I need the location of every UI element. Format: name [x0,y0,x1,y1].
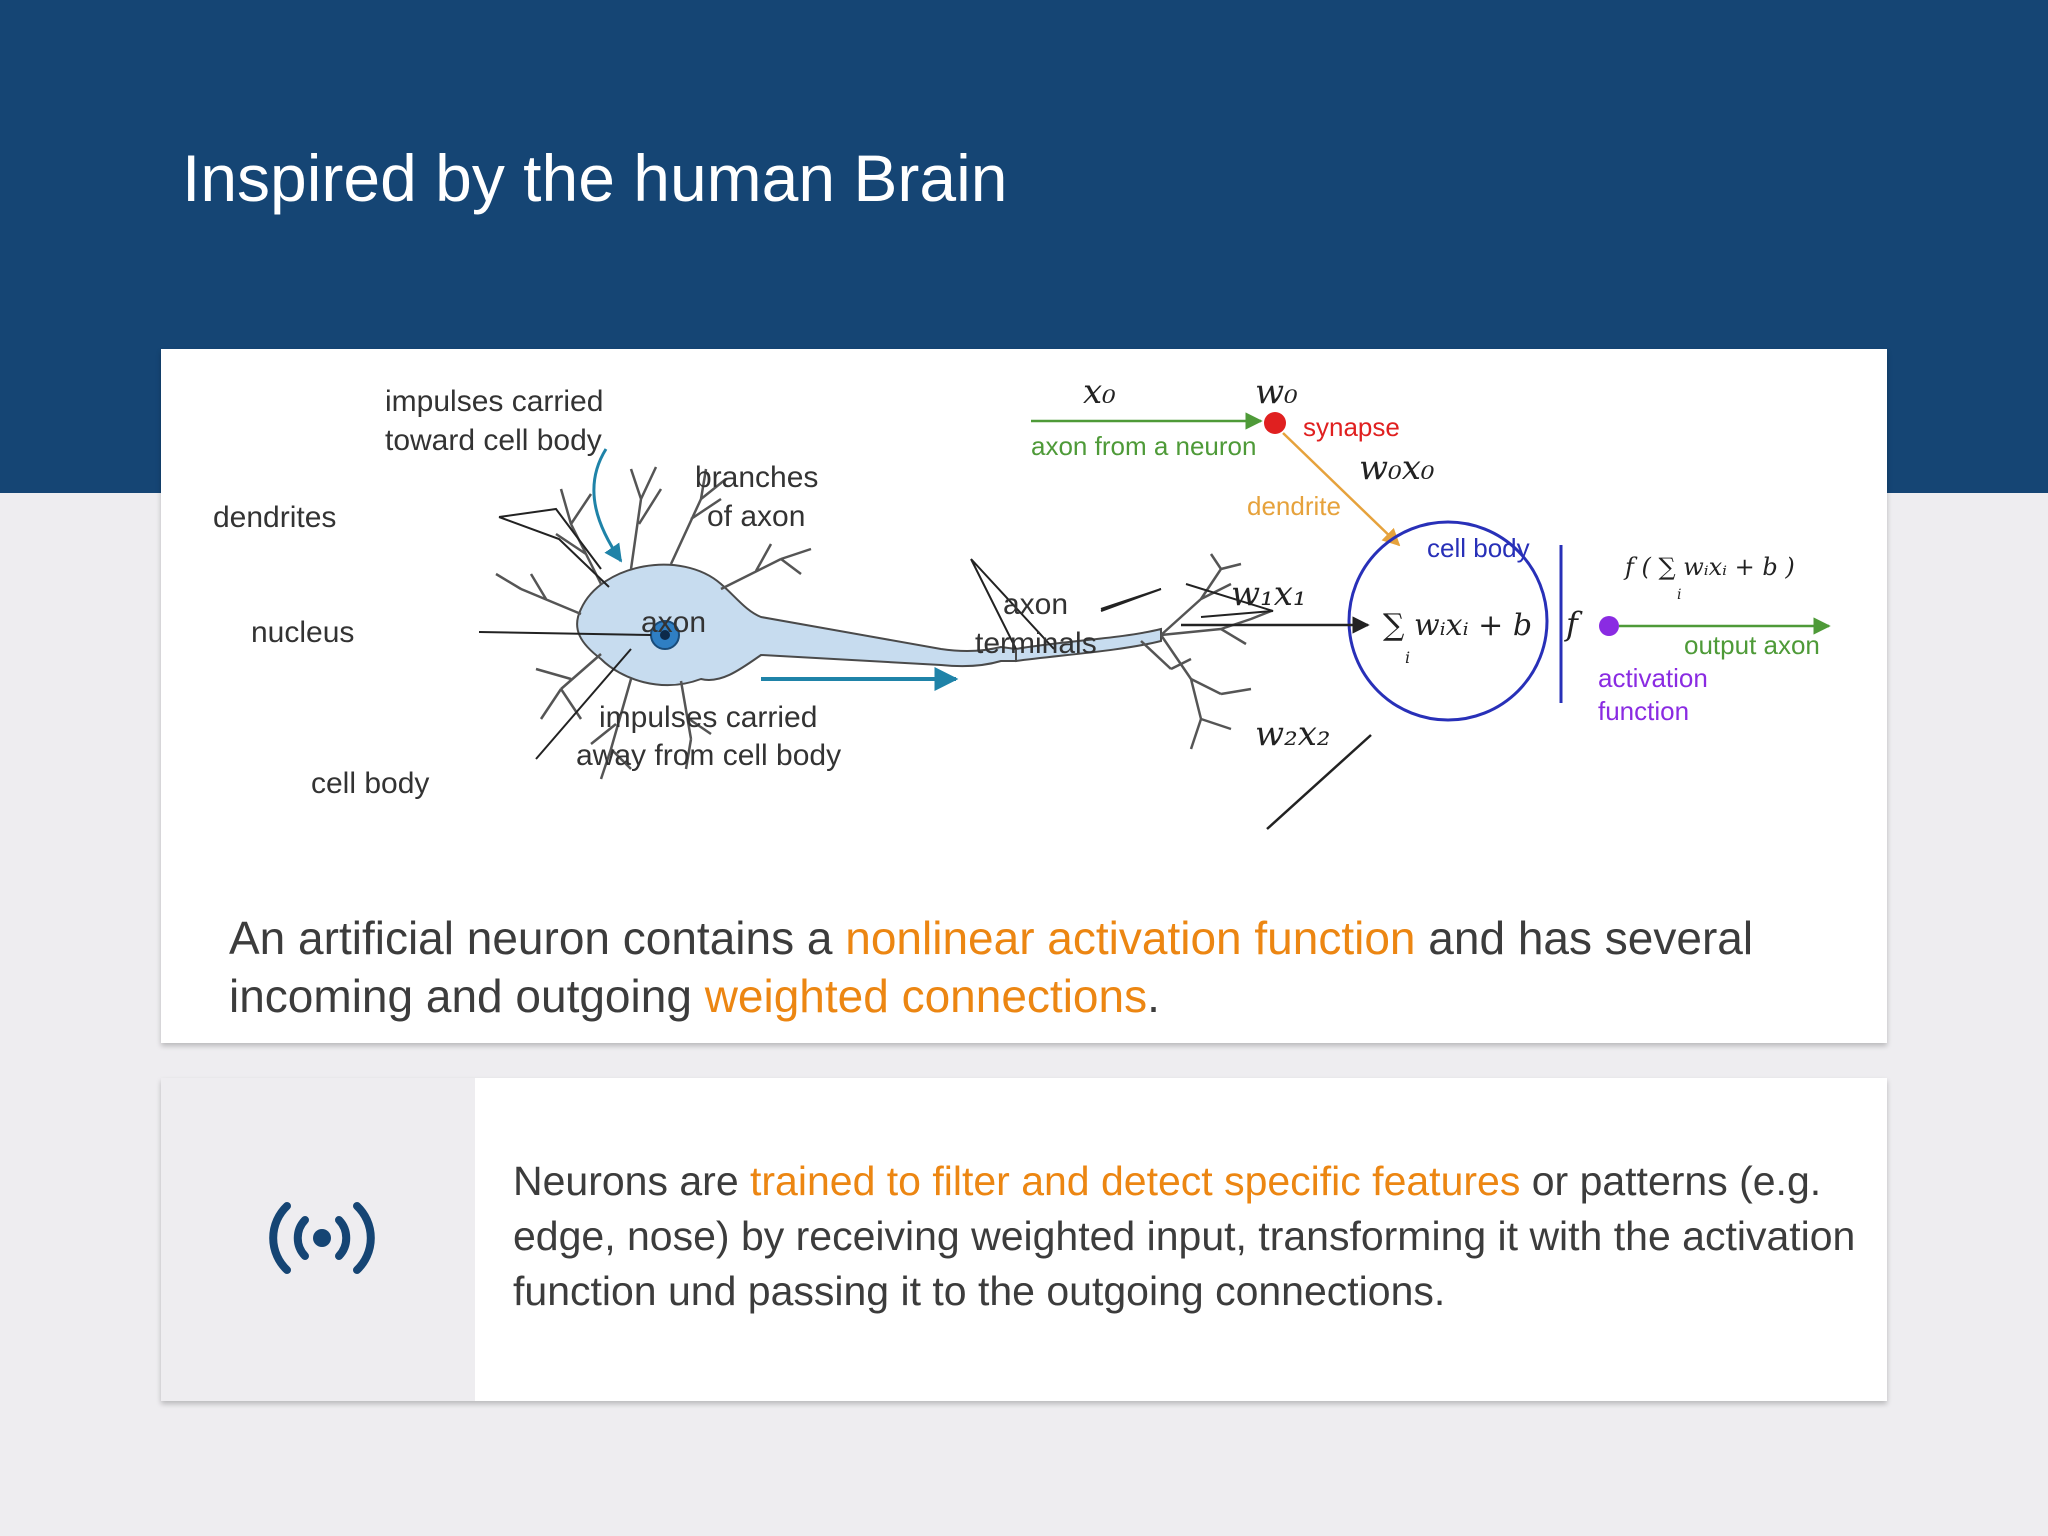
output-dot [1599,616,1619,636]
label-activation-1: activation [1598,663,1708,693]
label-axon: axon [641,606,706,639]
caption-part1: An artificial neuron contains a [229,912,846,964]
label-axon-from-neuron: axon from a neuron [1031,431,1256,461]
cell-body-circle [1347,520,1549,722]
label-impulses-away-1: impulses carried [599,701,817,734]
soma-shape [576,563,1017,687]
caption-highlight-activation: nonlinear activation function [845,912,1416,964]
info-highlight: trained to filter and detect specific fe… [750,1158,1521,1204]
label-nucleus: nucleus [251,616,354,649]
caption-highlight-connections: weighted connections [704,970,1148,1022]
label-f: f [1564,605,1583,643]
dendrites-shape [495,466,1272,780]
diagram-card: impulses carried toward cell body dendri… [161,349,1887,1043]
label-w2x2: w₂x₂ [1255,714,1331,754]
label-cell-body: cell body [311,767,429,800]
label-activation-2: function [1598,696,1689,726]
label-impulses-toward-1: impulses carried [385,385,603,418]
label-synapse: synapse [1303,412,1400,442]
label-output-sub: i [1677,587,1681,603]
info-part1: Neurons are [513,1158,751,1204]
label-w0x0: w₀x₀ [1359,448,1435,488]
label-dendrite: dendrite [1247,491,1341,521]
label-cell-body-ai: cell body [1427,533,1530,563]
info-text: Neurons are trained to filter and detect… [513,1154,1863,1319]
axon-shape [1015,627,1162,663]
neuron-diagram: impulses carried toward cell body dendri… [213,372,1831,830]
artificial-neuron: x₀ w₀ synapse axon from a neuron w₀x₀ de… [1031,372,1831,830]
caption-part3: . [1147,970,1160,1022]
label-branches-1: branches [695,461,818,494]
label-dendrites: dendrites [213,501,336,534]
synapse-dot [1264,412,1286,434]
label-x0: x₀ [1083,372,1116,412]
caption-part2: and has several incoming and outgoing [229,912,1754,1022]
label-sum-expr: ∑ wᵢxᵢ + b [1383,608,1532,643]
info-card: Neurons are trained to filter and detect… [161,1078,1887,1401]
label-impulses-away-2: away from cell body [576,739,841,772]
caption-text: An artificial neuron contains a nonlinea… [229,909,1829,1025]
label-impulses-toward-2: toward cell body [385,424,602,457]
label-sum-sub: i [1405,648,1410,667]
icon-panel [161,1078,475,1401]
page-title: Inspired by the human Brain [182,141,1008,215]
label-w0: w₀ [1255,372,1298,412]
broadcast-icon [269,1202,375,1274]
label-w1x1: w₁x₁ [1231,574,1307,614]
biological-neuron: impulses carried toward cell body dendri… [213,385,1274,800]
label-axon-terminals-2: terminals [975,627,1097,660]
info-part2: or patterns (e.g. edge, nose) by receivi… [513,1158,1856,1314]
label-output-expr: f ( ∑ wᵢxᵢ + b ) [1623,553,1795,581]
label-axon-terminals-1: axon [1003,588,1068,621]
label-branches-2: of axon [707,500,805,533]
label-output-axon: output axon [1684,630,1820,660]
